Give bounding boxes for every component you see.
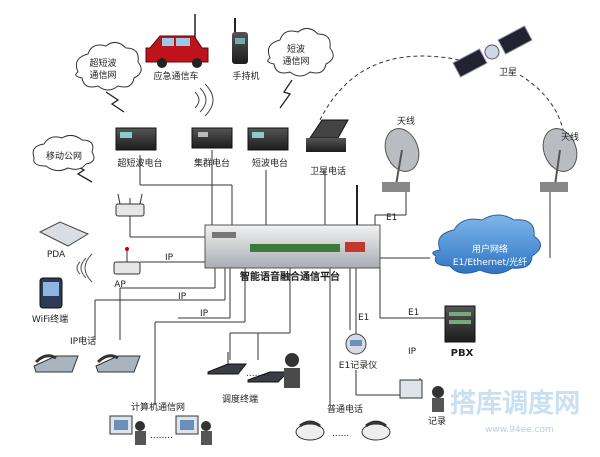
- antenna-left-icon: [382, 128, 420, 192]
- recorder-pc-icon: [399, 379, 444, 412]
- ultra-shortwave-net-label-2: 通信网: [89, 69, 116, 81]
- computer-workstation-2-icon: [175, 415, 212, 445]
- shortwave-net-label-2: 通信网: [282, 55, 309, 67]
- e1-recorder-device-label: E1记录仪: [339, 360, 377, 371]
- shortwave-station-icon: [247, 127, 289, 151]
- e1-recorder-icon: [345, 333, 367, 355]
- ap-label: AP: [114, 280, 126, 290]
- satellite-phone-icon: [306, 119, 349, 152]
- trunking-station-icon: [191, 127, 233, 149]
- e1-recorder-label: E1: [358, 313, 369, 323]
- user-network-label-2: E1/Ethernet/光纤: [453, 256, 527, 268]
- ordinary-phone-label: 普通电话: [327, 403, 363, 415]
- shortwave-cloud: 短波 通信网: [267, 28, 334, 77]
- watermark-text: 搭库调度网: [450, 388, 580, 419]
- computer-comm-net-label: 计算机通信网: [131, 401, 185, 413]
- antenna-right-label: 天线: [561, 131, 579, 143]
- pda-label: PDA: [47, 250, 66, 260]
- handheld-label: 手持机: [232, 70, 259, 82]
- pda-icon: [38, 221, 90, 247]
- wifi-terminal-icon: [39, 277, 63, 309]
- signal-waves-icon: [194, 83, 214, 117]
- emergency-vehicle-icon: [145, 14, 209, 68]
- pbx-label: PBX: [451, 348, 474, 359]
- wifi-terminal-label: WiFi终端: [32, 313, 68, 325]
- ip-phone-1-icon: [33, 354, 79, 373]
- ordinary-phone-2-icon: [361, 420, 391, 441]
- connection-lines: [94, 150, 551, 405]
- ip-phone-2-icon: [95, 354, 141, 373]
- ip-left-2-label: IP: [200, 309, 209, 319]
- ip-pbx-label: IP: [408, 347, 417, 357]
- watermark: 搭库调度网 www.94ee.com: [450, 388, 580, 435]
- satellite-phone-label: 卫星电话: [310, 165, 346, 177]
- platform-device: [204, 185, 381, 269]
- ultra-shortwave-station-icon: [115, 127, 157, 151]
- ap-icon: [113, 247, 141, 275]
- ip-left-1-label: IP: [178, 292, 187, 302]
- shortwave-station-label: 短波电台: [252, 157, 288, 169]
- antenna-right-icon: [540, 128, 578, 192]
- trunking-station-label: 集群电台: [194, 157, 230, 169]
- ultra-shortwave-cloud: 超短波 通信网: [75, 42, 142, 91]
- wifi-waves-icon: [76, 253, 93, 283]
- user-network-label-1: 用户网络: [472, 243, 508, 255]
- ultra-shortwave-net-label-1: 超短波: [89, 57, 116, 69]
- ip-phone-label: IP电话: [70, 335, 96, 347]
- emergency-vehicle-label: 应急通信车: [153, 70, 198, 82]
- platform-label: 智能语音融合通信平台: [240, 270, 340, 283]
- ip-ap-label: IP: [165, 253, 174, 263]
- user-network-cloud: 用户网络 E1/Ethernet/光纤: [432, 214, 541, 274]
- mobile-public-net-label: 移动公网: [46, 150, 82, 162]
- antenna-left-label: 天线: [397, 115, 415, 127]
- satellite-label: 卫星: [499, 67, 517, 78]
- mobile-public-cloud: 移动公网: [32, 134, 95, 172]
- ultra-shortwave-station-label: 超短波电台: [117, 157, 162, 169]
- watermark-url: www.94ee.com: [485, 425, 554, 435]
- e1-mid-label: E1: [408, 308, 419, 318]
- shortwave-net-label-1: 短波: [287, 43, 305, 55]
- pbx-icon: [444, 305, 476, 343]
- e1-top-label: E1: [386, 213, 397, 223]
- dispatch-terminal-icon: [207, 352, 300, 388]
- recorder-partial-label: 记录: [428, 416, 446, 427]
- computer-dots: ........: [150, 431, 173, 441]
- dispatch-dots: ........: [246, 369, 269, 379]
- router-top-icon: [115, 193, 145, 217]
- ordinary-phone-1-icon: [295, 420, 325, 441]
- phone-dots: ......: [332, 429, 349, 439]
- dispatch-terminal-label: 调度终端: [222, 393, 258, 405]
- computer-workstation-1-icon: [109, 415, 146, 445]
- satellite-links: [319, 55, 566, 141]
- satellite-icon: [452, 25, 533, 78]
- handheld-radio-icon: [232, 18, 248, 64]
